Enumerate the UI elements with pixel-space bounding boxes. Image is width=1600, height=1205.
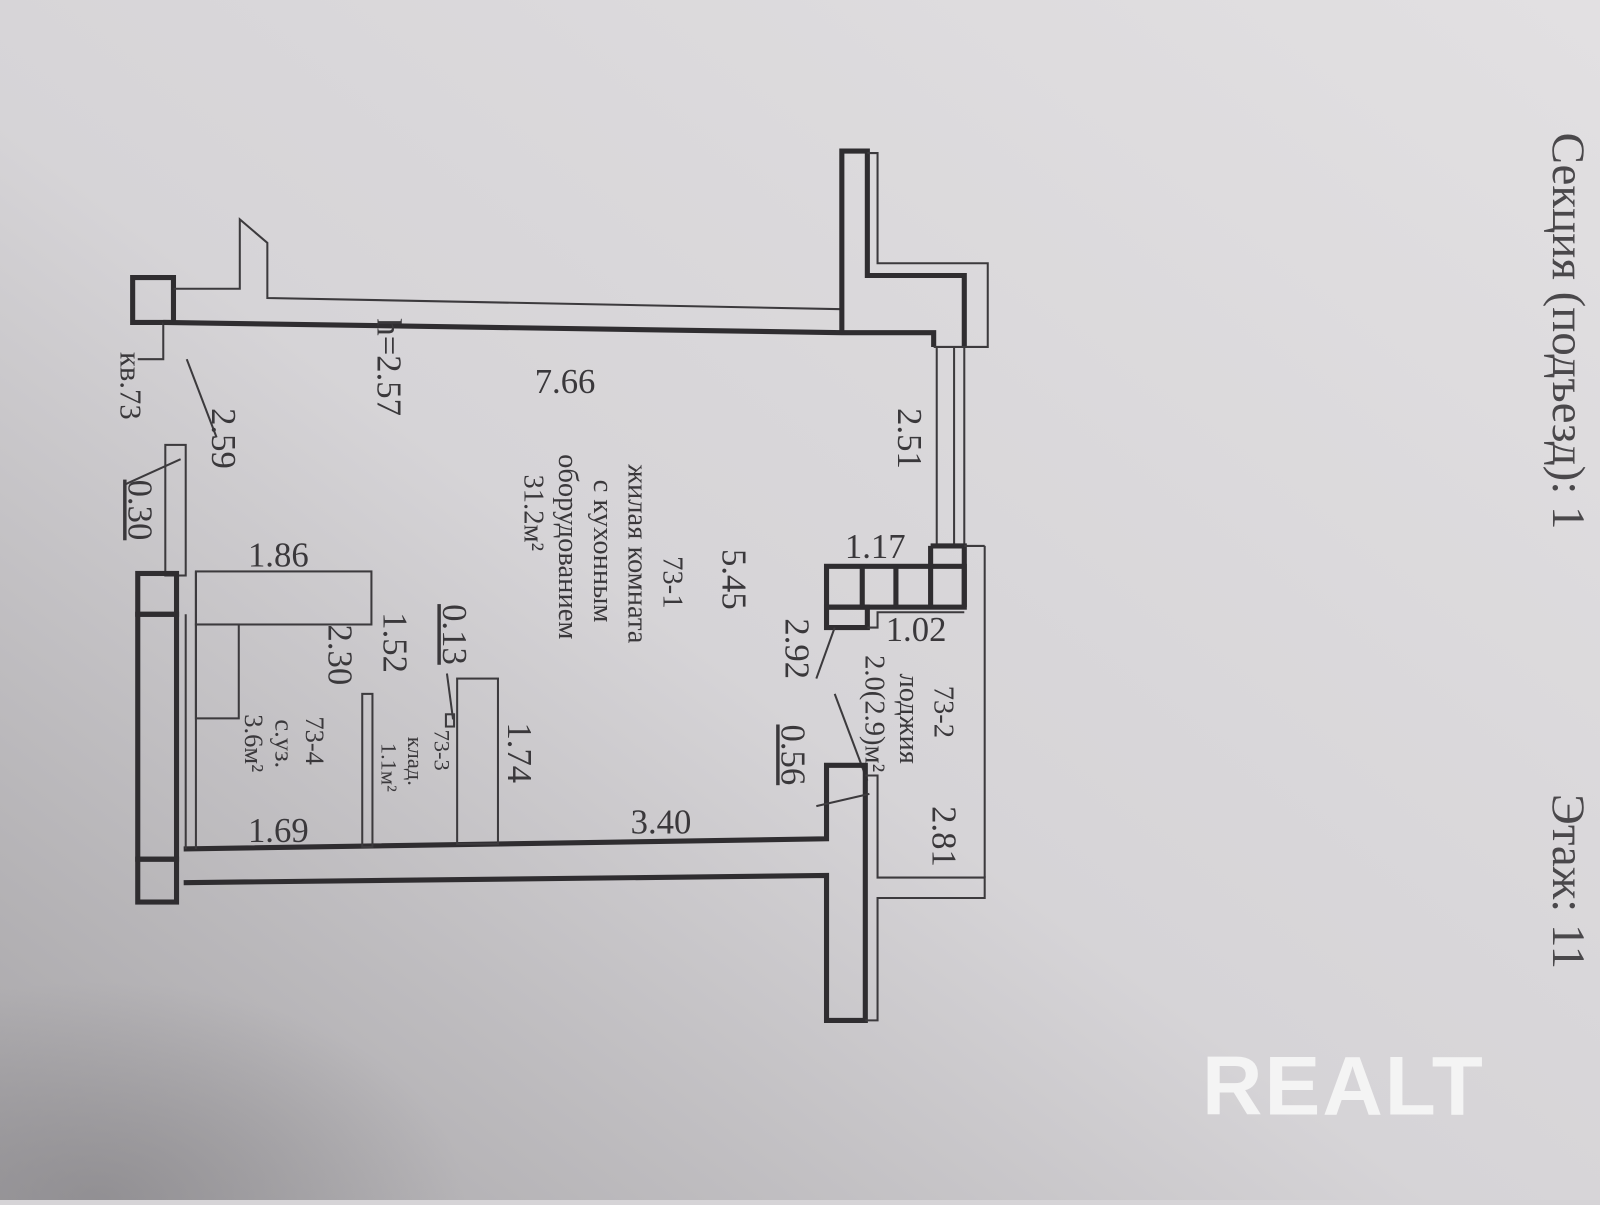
dim-1-52: 1.52 <box>376 612 415 673</box>
room-73-2-id: 73-2 <box>928 686 959 738</box>
room-73-2-name: лоджия <box>893 673 924 763</box>
dim-0-56: 0.56 <box>774 724 813 785</box>
room-73-1-area: 31.2м² <box>517 474 548 551</box>
column-top-left <box>130 275 177 325</box>
dim-1-86: 1.86 <box>248 535 309 574</box>
room-73-3-id: 73-3 <box>430 730 455 771</box>
dim-2-81: 2.81 <box>925 806 964 867</box>
dim-2-92: 2.92 <box>778 618 817 679</box>
dim-3-40: 3.40 <box>631 803 692 842</box>
floor-label: Этаж: 11 <box>1542 794 1594 969</box>
dim-0-30: 0.30 <box>121 480 160 541</box>
column-bottom-left <box>135 856 180 905</box>
dim-0-13: 0.13 <box>435 604 474 665</box>
dim-1-02: 1.02 <box>886 610 947 649</box>
dim-7-66: 7.66 <box>535 362 596 401</box>
room-73-4-area: 3.6м² <box>239 714 269 772</box>
section-label: Секция (подъезд): 1 <box>1542 133 1594 530</box>
room-73-4-id: 73-4 <box>300 716 330 765</box>
dim-2-30: 2.30 <box>321 624 360 685</box>
dim-1-69: 1.69 <box>248 811 309 850</box>
room-73-1-name-3: оборудованием <box>552 454 583 639</box>
dim-2-51: 2.51 <box>890 408 929 469</box>
dim-1-17: 1.17 <box>845 527 906 566</box>
realt-watermark: REALT <box>1202 1038 1485 1132</box>
room-73-1-id: 73-1 <box>656 556 687 608</box>
room-73-3-name: клад. <box>403 737 428 786</box>
hand-shadow <box>0 714 817 1200</box>
walls <box>124 148 989 1023</box>
room-73-4-name: с.уз. <box>270 719 300 768</box>
room-73-1-name-2: с кухонным <box>587 480 618 623</box>
apartment-label: кв.73 <box>113 352 147 420</box>
room-73-3-area: 1.1м² <box>377 743 402 792</box>
dim-2-59: 2.59 <box>204 408 243 469</box>
dim-5-45: 5.45 <box>714 549 753 610</box>
dim-1-74: 1.74 <box>500 722 539 783</box>
ceiling-height: h=2.57 <box>370 318 409 416</box>
room-73-1-name-1: жилая комната <box>622 463 653 644</box>
room-73-2-area: 2.0(2.9)м² <box>858 655 889 772</box>
